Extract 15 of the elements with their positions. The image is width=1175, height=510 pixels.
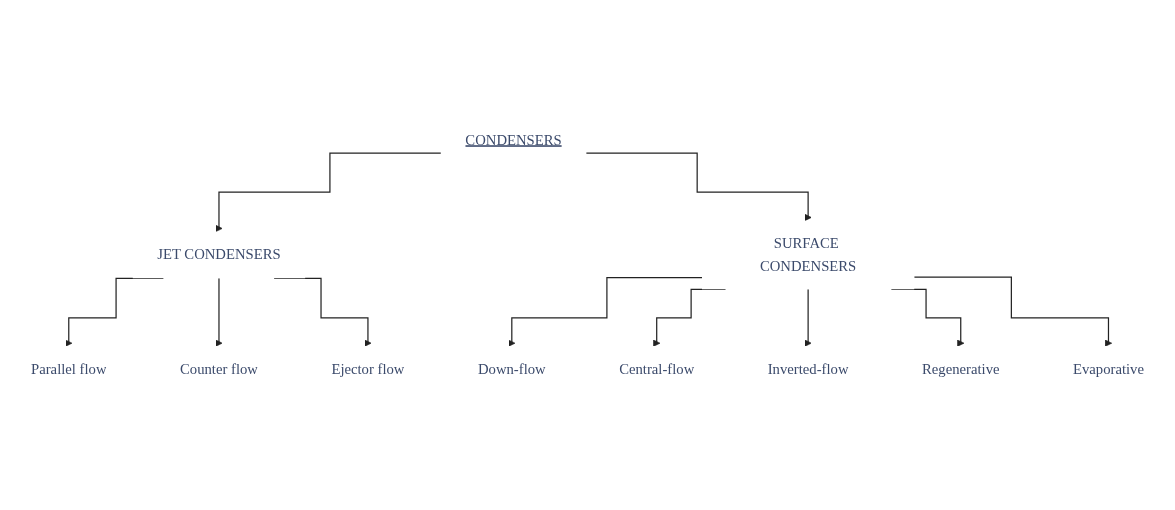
arrow bbox=[804, 288, 812, 347]
arrow bbox=[508, 276, 703, 347]
node-text: Down-flow bbox=[477, 361, 546, 378]
node-text: CONDENSERS bbox=[465, 131, 562, 149]
arrow bbox=[913, 276, 1113, 347]
arrow bbox=[215, 277, 223, 347]
arrow bbox=[215, 152, 442, 233]
arrow bbox=[585, 152, 812, 222]
node-text: Central-flow bbox=[619, 361, 695, 378]
node-text: Ejector flow bbox=[331, 361, 405, 378]
node-text: Counter flow bbox=[180, 361, 258, 378]
node-text: Inverted-flow bbox=[767, 361, 849, 378]
node-text: Evaporative bbox=[1072, 361, 1144, 378]
node-text: Regenerative bbox=[921, 361, 1000, 378]
node-text: Parallel flow bbox=[31, 361, 107, 378]
